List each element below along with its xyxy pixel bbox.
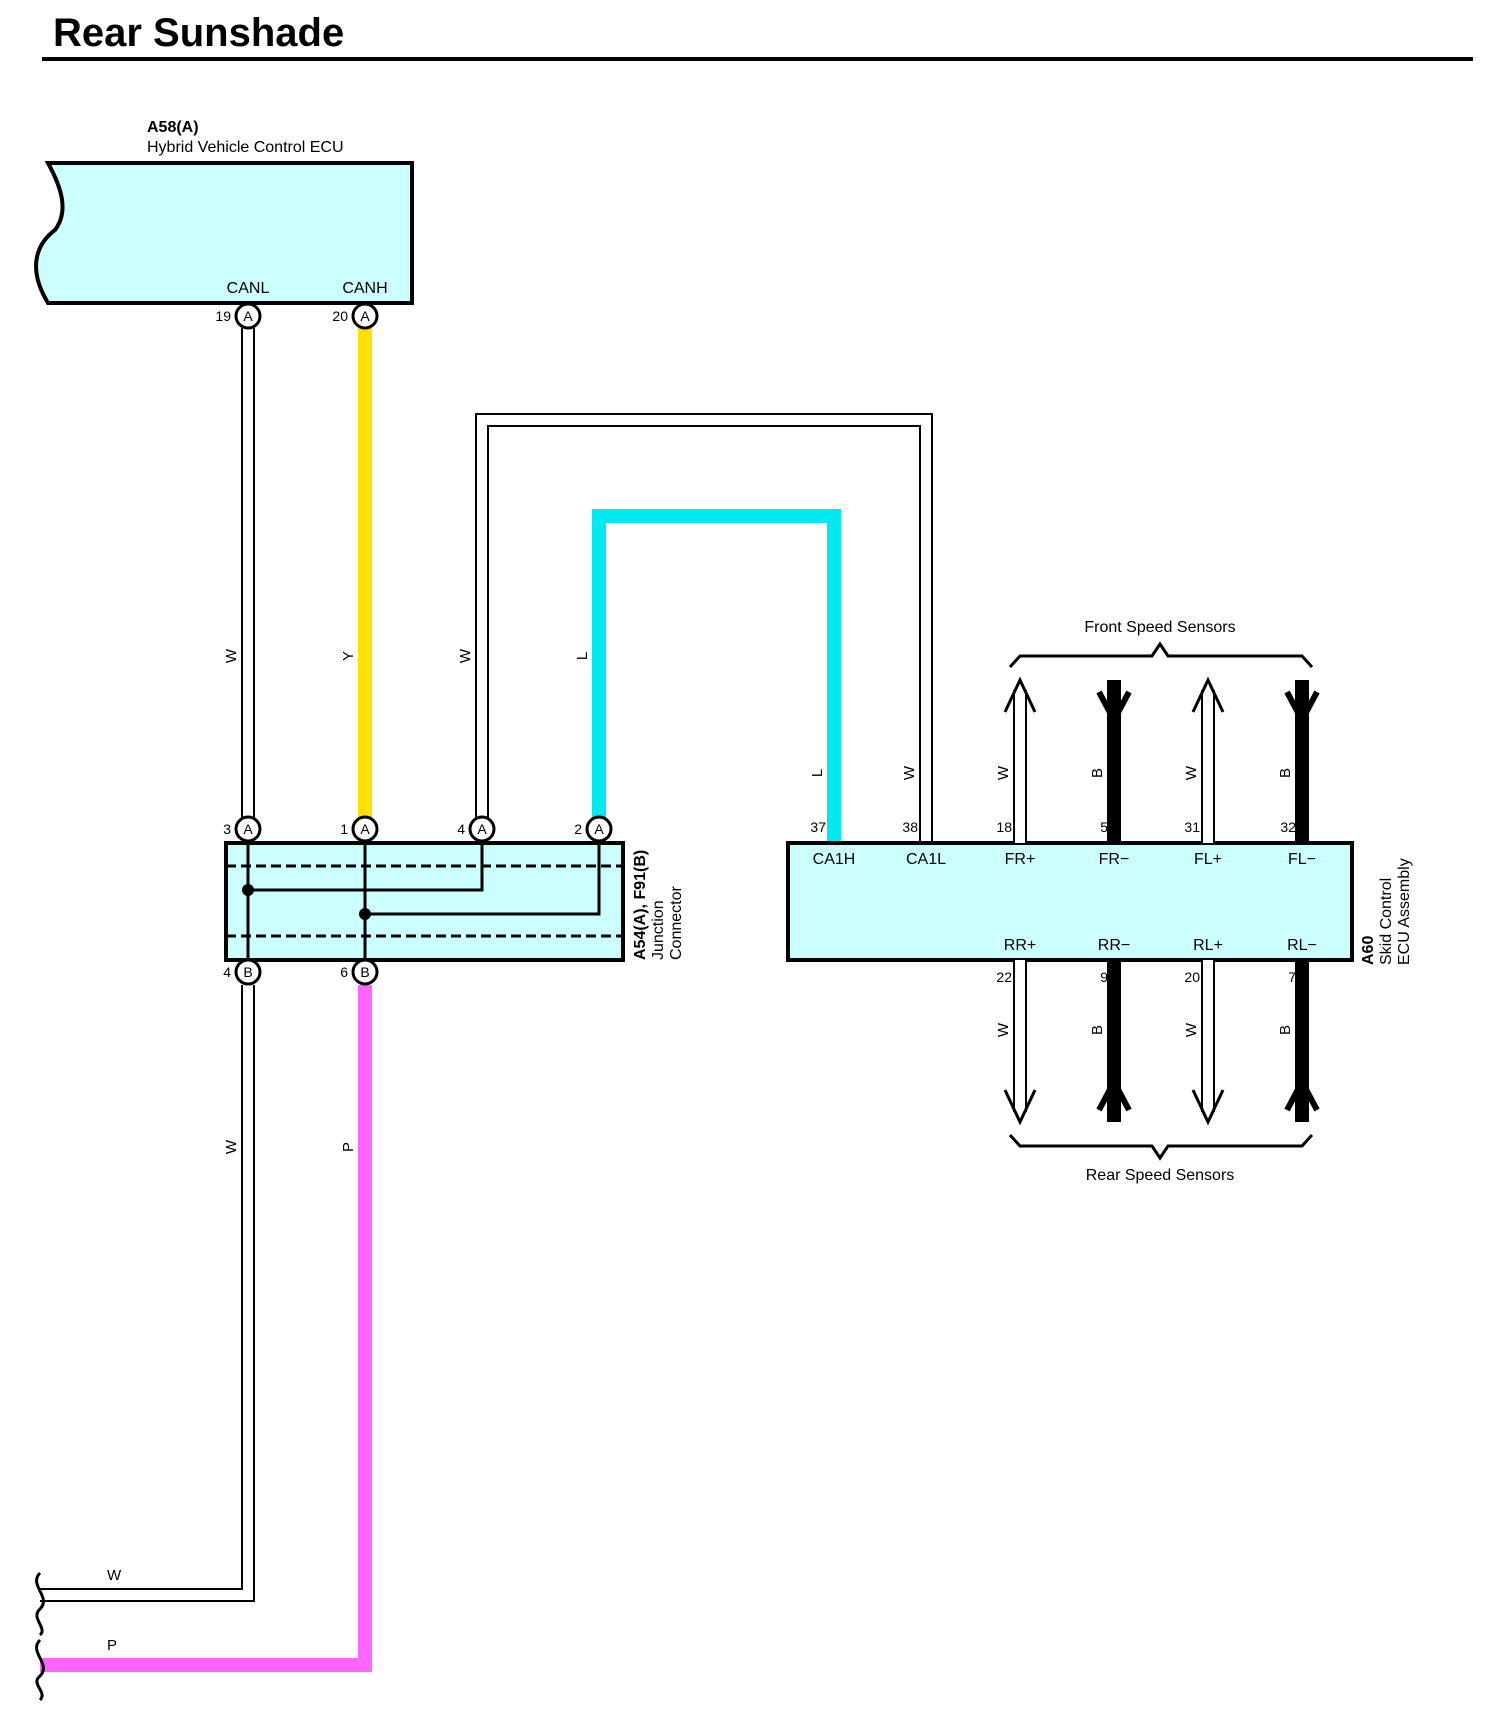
wire-ca1h-l: [592, 509, 841, 843]
wire-code-j4: W: [457, 648, 474, 663]
skid-pin-number: 18: [996, 819, 1012, 835]
skid-pin-number: 32: [1280, 819, 1296, 835]
junction-pin-top: A 4: [457, 815, 496, 843]
skid-terminal-label: RL+: [1193, 937, 1223, 954]
hv-ecu-pin-canl: A 19: [215, 302, 262, 330]
junction-pin-bottom: B 4: [223, 958, 262, 986]
wire-code-exit-w: W: [107, 1567, 122, 1584]
junction-connector-box: [224, 841, 625, 962]
wire-code-fr-minus: B: [1089, 768, 1106, 778]
wire-code-j2: L: [574, 652, 591, 660]
svg-text:A: A: [360, 308, 370, 324]
junction-internal-wiring: [246, 843, 601, 960]
skid-pin-number: 38: [902, 819, 918, 835]
wire-code-canh: Y: [340, 651, 357, 661]
skid-terminal-label: RR−: [1098, 937, 1130, 954]
wire-code-rr-plus: W: [995, 1022, 1012, 1037]
svg-text:A: A: [243, 308, 253, 324]
wire-code-rl-minus: B: [1277, 1025, 1294, 1035]
svg-text:4: 4: [457, 821, 465, 837]
skid-terminal-label: RL−: [1287, 937, 1317, 954]
hv-ecu-pin-canh: A 20: [332, 302, 379, 330]
skid-terminal-label: CA1L: [906, 851, 946, 868]
svg-text:3: 3: [223, 821, 231, 837]
wire-code-ca1h: L: [809, 769, 826, 777]
hv-ecu-box: [34, 161, 414, 305]
wire-rl-minus-b: [1284, 960, 1320, 1122]
skid-terminal-label: CA1H: [813, 851, 856, 868]
wire-fl-minus-b: [1284, 680, 1320, 843]
svg-text:A: A: [594, 821, 604, 837]
rear-sensors-brace: [1008, 1133, 1314, 1161]
skid-ecu-id: A60: [1360, 936, 1377, 965]
junction-pin-bottom: B 6: [340, 958, 379, 986]
wire-code-rr-minus: B: [1089, 1025, 1106, 1035]
rear-sensors-label: Rear Speed Sensors: [1086, 1167, 1235, 1184]
wire-fr-plus-w: [1003, 676, 1037, 843]
skid-terminal-label: RR+: [1004, 937, 1036, 954]
wire-fl-plus-w: [1191, 676, 1225, 843]
wire-code-fr-plus: W: [995, 765, 1012, 780]
exit-break-w: [35, 1571, 45, 1637]
junction-name-2: Connector: [668, 886, 685, 960]
wire-code-fl-minus: B: [1277, 768, 1294, 778]
wire-code-exit-p: P: [107, 1637, 117, 1654]
wire-ca1l-w: [475, 413, 933, 843]
svg-text:20: 20: [332, 308, 348, 324]
wire-code-canl: W: [223, 648, 240, 663]
skid-pin-number: 37: [810, 819, 826, 835]
junction-id: A54(A), F91(B): [632, 850, 649, 960]
front-sensors-label: Front Speed Sensors: [1084, 619, 1235, 636]
svg-text:B: B: [360, 964, 369, 980]
junction-pin-top: A 2: [574, 815, 613, 843]
skid-ecu-box: [786, 841, 1354, 962]
svg-text:A: A: [477, 821, 487, 837]
wire-code-b4: W: [223, 1139, 240, 1154]
hv-ecu-id: A58(A): [147, 119, 199, 136]
wire-b6-p: [40, 985, 372, 1672]
wire-rl-plus-w: [1191, 960, 1225, 1126]
skid-pin-number: 9: [1100, 969, 1108, 985]
skid-pin-number: 22: [996, 969, 1012, 985]
svg-text:2: 2: [574, 821, 582, 837]
junction-pin-top: A 3: [223, 815, 262, 843]
svg-text:6: 6: [340, 964, 348, 980]
skid-terminal-label: FL+: [1194, 851, 1222, 868]
svg-text:1: 1: [340, 821, 348, 837]
wire-code-fl-plus: W: [1183, 765, 1200, 780]
wire-rr-minus-b: [1096, 960, 1132, 1122]
wire-code-ca1l: W: [901, 765, 918, 780]
front-sensors-brace: [1008, 641, 1314, 669]
skid-ecu-name-2: ECU Assembly: [1396, 858, 1413, 965]
skid-pin-number: 31: [1184, 819, 1200, 835]
wire-fr-minus-b: [1096, 680, 1132, 843]
wire-rr-plus-w: [1003, 960, 1037, 1126]
junction-splice-dot: [242, 884, 254, 896]
exit-break-p: [35, 1638, 45, 1702]
hv-ecu-canh-label: CANH: [342, 280, 387, 297]
diagram-title: Rear Sunshade: [53, 11, 344, 55]
skid-ecu-name-1: Skid Control: [1378, 878, 1395, 965]
skid-terminal-label: FL−: [1288, 851, 1316, 868]
junction-pin-top: A 1: [340, 815, 379, 843]
skid-terminal-label: FR+: [1005, 851, 1036, 868]
svg-text:A: A: [360, 821, 370, 837]
skid-pin-number: 7: [1288, 969, 1296, 985]
hv-ecu-canl-label: CANL: [227, 280, 270, 297]
svg-text:B: B: [243, 964, 252, 980]
svg-text:A: A: [243, 821, 253, 837]
junction-name-1: Junction: [650, 900, 667, 960]
skid-pin-number: 5: [1100, 819, 1108, 835]
svg-text:19: 19: [215, 308, 231, 324]
skid-pin-number: 20: [1184, 969, 1200, 985]
wire-code-b6: P: [340, 1142, 357, 1152]
hv-ecu-name: Hybrid Vehicle Control ECU: [147, 139, 344, 156]
skid-terminal-label: FR−: [1099, 851, 1130, 868]
svg-text:4: 4: [223, 964, 231, 980]
junction-splice-dot: [359, 908, 371, 920]
wire-b4-w: [40, 985, 255, 1602]
wire-code-rl-plus: W: [1183, 1022, 1200, 1037]
